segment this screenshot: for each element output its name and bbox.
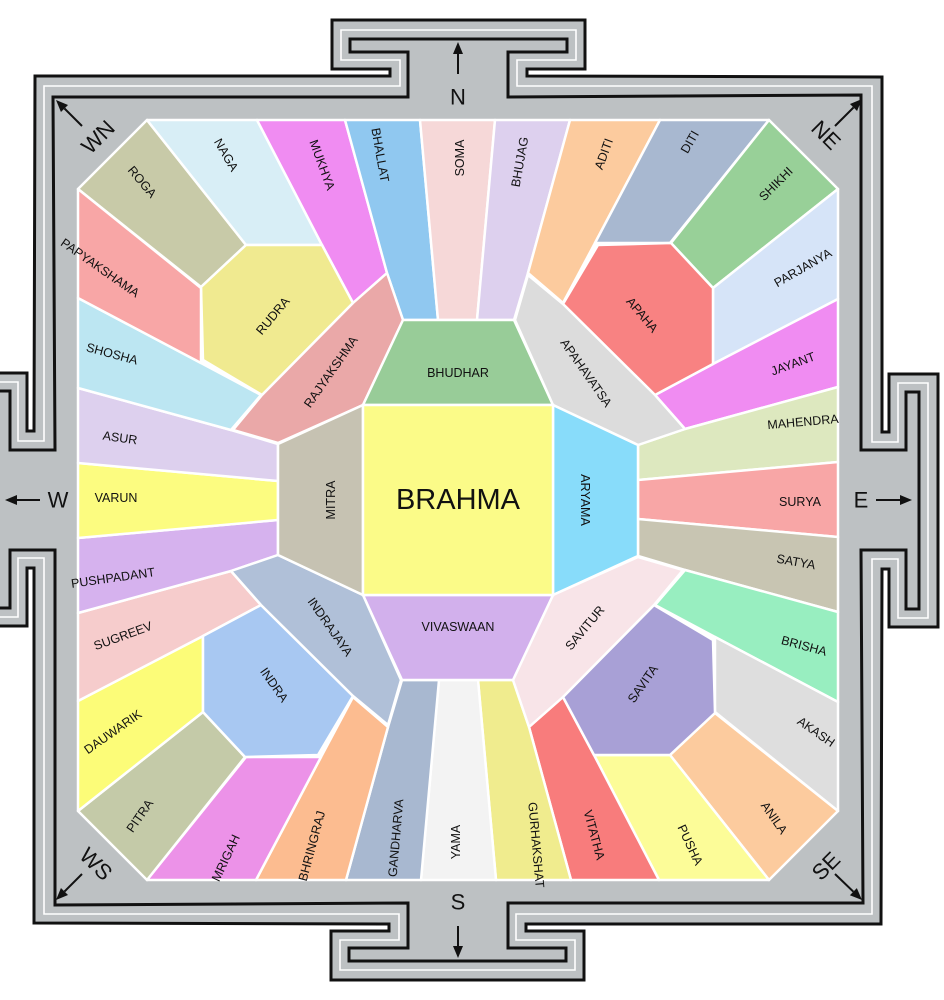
south-arrow-icon <box>453 926 463 958</box>
cell-label-satya: SATYA <box>776 552 818 573</box>
cell-label-mahendra: MAHENDRA <box>767 412 840 432</box>
north-arrow-icon <box>453 42 463 74</box>
wall-inner-line <box>0 29 929 971</box>
direction-label-s: S <box>451 890 466 915</box>
cell-label-vivaswaan: VIVASWAAN <box>422 620 495 634</box>
cell-label-brahma: BRAHMA <box>396 484 521 516</box>
cell-brisha <box>653 568 840 704</box>
cell-label-soma: SOMA <box>453 139 467 176</box>
cell-label-gandharva: GANDHARVA <box>386 798 407 878</box>
cell-label-aryama: ARYAMA <box>578 474 592 526</box>
west-arrow-icon <box>5 495 40 505</box>
cell-label-mitra: MITRA <box>324 480 338 520</box>
cell-bhringraj <box>254 695 390 882</box>
cell-aditi <box>526 118 662 305</box>
northwest-arrow-icon <box>56 100 83 127</box>
cell-indrajaya <box>229 553 403 727</box>
southeast-arrow-icon <box>834 873 862 900</box>
northeast-arrow-icon <box>834 99 862 127</box>
cell-shosha <box>76 296 263 432</box>
southwest-arrow-icon <box>56 873 83 900</box>
cell-brahma <box>361 403 555 597</box>
cell-savitur <box>511 555 685 729</box>
cell-label-varun: VARUN <box>95 491 138 505</box>
cell-label-bhudhar: BHUDHAR <box>427 366 489 380</box>
cell-label-yama: YAMA <box>449 824 463 859</box>
cells <box>76 118 840 882</box>
cell-papyakshama <box>76 187 203 365</box>
direction-label-n: N <box>450 85 466 110</box>
direction-label-e: E <box>854 488 869 513</box>
direction-label-w: W <box>48 488 69 513</box>
cell-apahavatsa <box>513 273 687 447</box>
cell-label-surya: SURYA <box>779 495 822 509</box>
east-arrow-icon <box>876 495 912 505</box>
cell-label-asur: ASUR <box>102 429 138 448</box>
cell-asur <box>76 386 280 483</box>
